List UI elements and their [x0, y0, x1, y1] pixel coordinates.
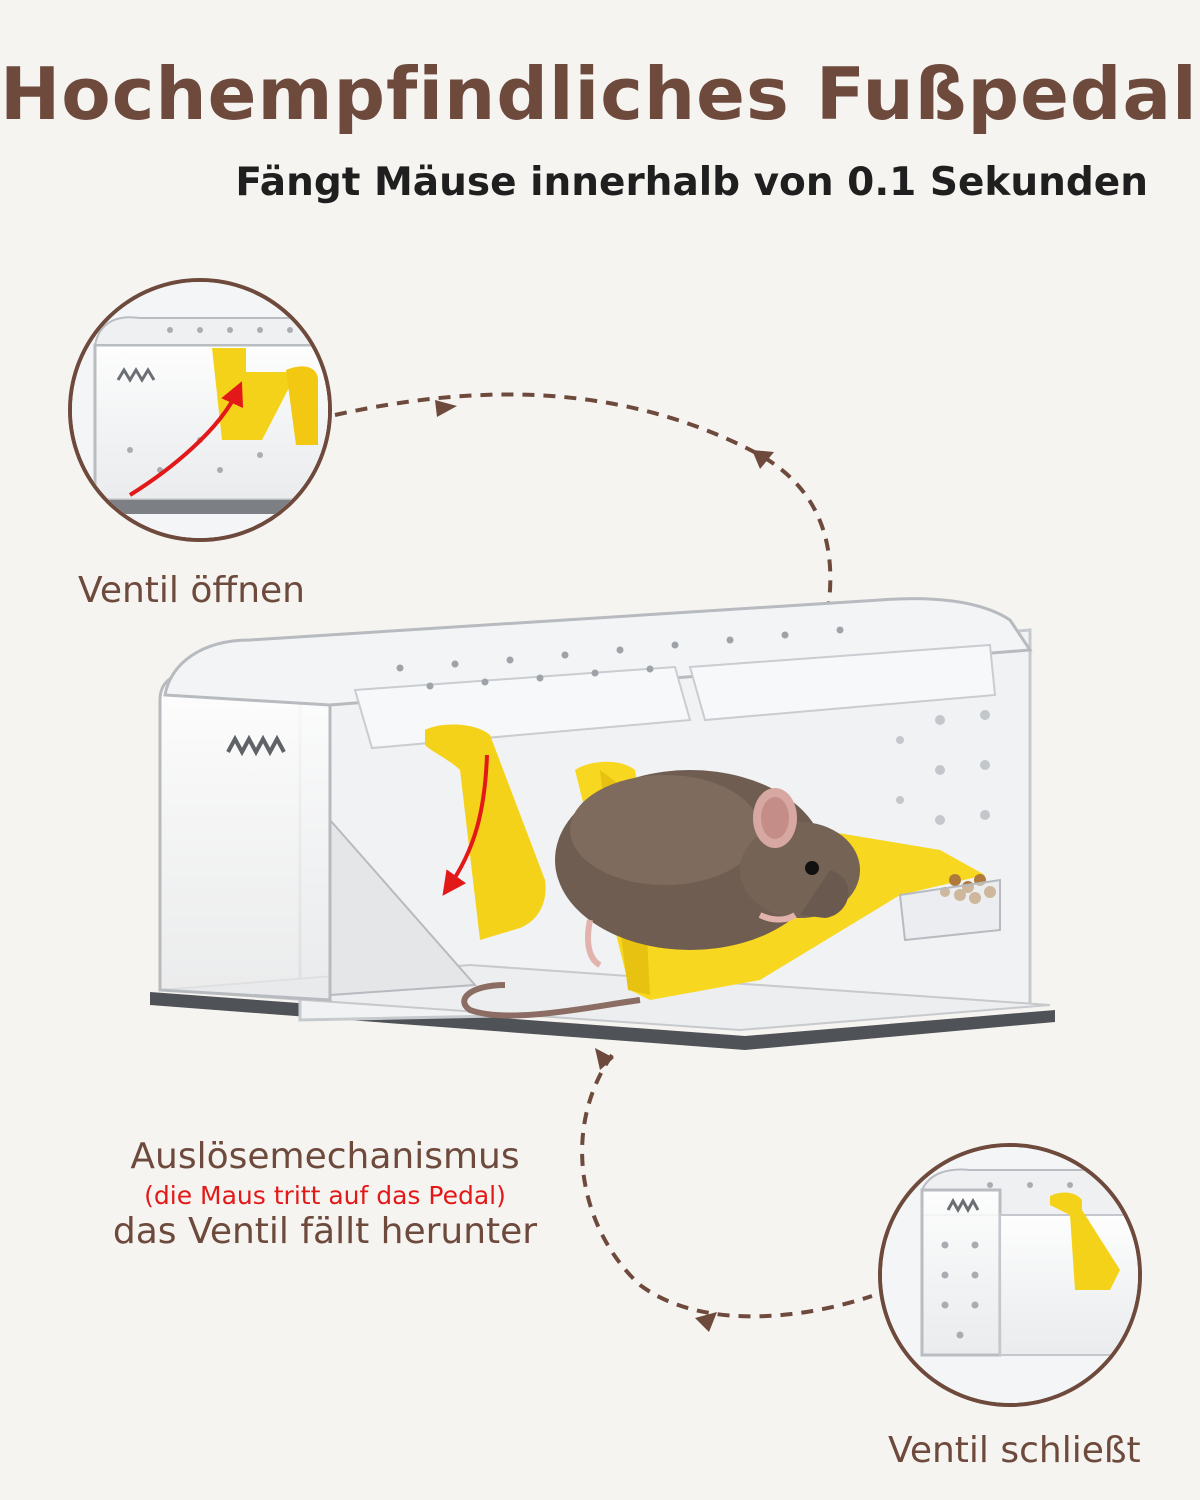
trigger-mechanism-caption: Auslösemechanismus (die Maus tritt auf d…	[60, 1136, 590, 1252]
mechanism-result: das Ventil fällt herunter	[112, 1211, 538, 1252]
mouse	[461, 770, 860, 1019]
valve-open-label: Ventil öffnen	[78, 570, 305, 611]
flow-arrow-bottom	[580, 1053, 873, 1319]
subheadline: Fängt Mäuse innerhalb von 0.1 Sekunden	[235, 160, 1148, 205]
mechanism-note: (die Maus tritt auf das Pedal)	[144, 1181, 506, 1210]
flow-arrow-top	[334, 392, 833, 611]
valve-close-callout	[878, 1143, 1142, 1407]
mouse-trap-main	[150, 597, 1055, 1050]
mechanism-title: Auslösemechanismus	[130, 1136, 520, 1177]
valve-close-label: Ventil schließt	[888, 1430, 1141, 1471]
headline: Hochempfindliches Fußpedal	[0, 52, 1198, 136]
valve-open-callout	[68, 278, 332, 542]
